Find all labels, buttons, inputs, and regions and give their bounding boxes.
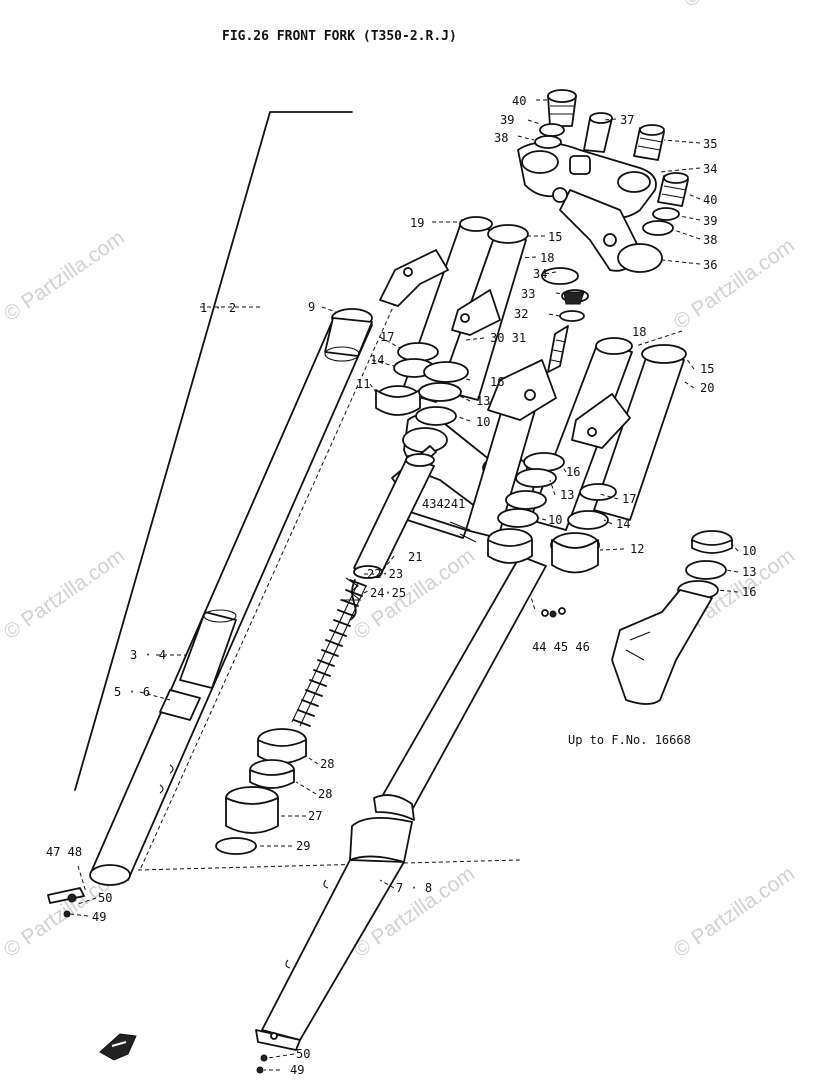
watermark-text: © Partzilla.com [670,862,799,962]
serial-note: Up to F.No. 16668 [568,733,691,747]
callout-50: 50 [98,891,112,905]
watermark-text: © Partzilla.com [670,234,799,334]
upper-bracket [517,89,689,273]
callout-33: 33 [521,287,535,301]
callout-3-4: 3 · 4 [130,648,166,662]
callout-10: 10 [476,415,490,429]
callout-13: 13 [560,488,574,502]
callout-12: 12 [630,542,644,556]
callout-32: 32 [514,307,528,321]
callout-40: 40 [703,193,717,207]
callout-14: 14 [616,517,630,531]
figure-title: FIG.26 FRONT FORK (T350-2.R.J) [222,29,457,44]
callout-28: 28 [320,757,334,771]
callout-38: 38 [703,233,717,247]
callout-15: 15 [700,362,714,376]
watermark-text: © Partzilla.com [0,226,129,326]
callout-28: 28 [318,787,332,801]
callout-21: 21 [408,550,422,564]
inset-early-type [611,530,733,705]
callout-16: 16 [742,585,756,599]
callout-17: 17 [622,492,636,506]
callout-38: 38 [494,131,508,145]
callout-18: 18 [540,251,554,265]
callout-20: 20 [700,381,714,395]
callout-16: 16 [566,465,580,479]
callout-43-42-41: 434241 [422,497,465,511]
callout-49: 49 [92,910,106,924]
callout-50: 50 [296,1047,310,1061]
right-fork-cover [497,337,687,574]
callout-34: 34 [703,162,717,176]
callout-18: 18 [632,325,646,339]
forward-arrow-icon [99,1033,137,1061]
watermark-text: © Partzilla.com [0,544,129,644]
inner-tube-spring [291,453,435,727]
callout-39: 39 [703,214,717,228]
callout-34: 34 [533,267,547,281]
callout-14: 14 [370,353,384,367]
callout-1-2: 1 · 2 [200,301,236,315]
fork-spring [291,579,367,727]
callout-27: 27 [308,809,322,823]
seal-stack [215,728,307,855]
callout-37: 37 [620,113,634,127]
callout-13: 13 [476,394,490,408]
callout-47-48: 47 48 [46,845,82,859]
callout-13: 13 [742,565,756,579]
callout-9: 9 [308,300,315,314]
callout-44-45-46: 44 45 46 [532,640,590,654]
callout-30-31: 30 31 [490,331,526,345]
leader-lines [69,99,739,1071]
callout-22-23: 22·23 [367,567,403,581]
callout-16: 16 [490,375,504,389]
callout-39: 39 [500,113,514,127]
callout-10: 10 [742,544,756,558]
callout-17: 17 [380,330,394,344]
callout-11: 11 [356,377,370,391]
steering-stem-top [541,267,589,373]
callout-49: 49 [290,1063,304,1077]
watermark-text: © Partzilla.com [680,0,809,12]
callout-40: 40 [512,94,526,108]
callout-24-25: 24·25 [370,586,406,600]
left-fork-tube [47,111,373,918]
callout-7-8: 7 · 8 [396,881,432,895]
callout-35: 35 [703,137,717,151]
callout-19: 19 [410,216,424,230]
outer-fork-tube [255,528,547,1074]
callout-29: 29 [296,839,310,853]
callout-labels: 40 39 38 37 35 34 40 39 38 36 19 15 18 3… [46,94,756,1077]
callout-5-6: 5 · 6 [114,685,150,699]
callout-36: 36 [703,258,717,272]
callout-10: 10 [548,513,562,527]
callout-15: 15 [548,230,562,244]
